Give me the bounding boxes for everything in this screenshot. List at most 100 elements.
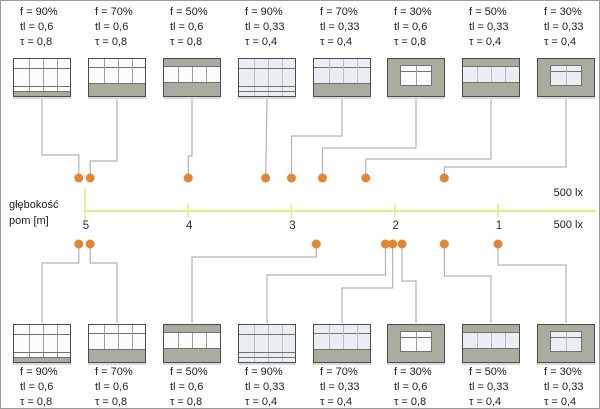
facade-window bbox=[314, 59, 370, 84]
facade-param-label: τ = 0,8 bbox=[394, 36, 427, 48]
facade-param-label: f = 30% bbox=[544, 6, 582, 18]
facade-mullion bbox=[206, 66, 207, 82]
facade-diagram bbox=[313, 324, 371, 363]
facade-diagram bbox=[88, 324, 146, 363]
facade-window bbox=[89, 325, 145, 350]
depth-marker-dot bbox=[388, 239, 398, 249]
facade-param-label: f = 30% bbox=[394, 6, 432, 18]
facade-mullion bbox=[29, 325, 31, 362]
facade-param-label: f = 50% bbox=[469, 366, 507, 378]
facade-param-label: f = 50% bbox=[469, 6, 507, 18]
facade-mullion bbox=[178, 332, 179, 348]
facade-param-label: τ = 0,8 bbox=[170, 36, 203, 48]
facade-param-label: τ = 0,4 bbox=[245, 396, 278, 408]
connector-line bbox=[497, 244, 567, 323]
facade-diagram bbox=[238, 324, 296, 363]
facade-param-label: τ = 0,8 bbox=[95, 36, 128, 48]
facade-mullion bbox=[491, 332, 492, 348]
connector-line bbox=[187, 99, 193, 178]
facade-mullion bbox=[268, 325, 270, 362]
facade-param-labels: f = 70% tl = 0,6 τ = 0,8 bbox=[95, 5, 161, 50]
facade-mullion bbox=[505, 332, 506, 348]
axis-tick-label: 3 bbox=[289, 220, 295, 232]
facade-transom bbox=[239, 333, 295, 335]
facade-mullion bbox=[343, 325, 345, 349]
facade-param-label: f = 70% bbox=[95, 6, 133, 18]
facade-diagram bbox=[163, 58, 221, 97]
facade-diagram bbox=[88, 58, 146, 97]
facade-mullion bbox=[254, 325, 256, 362]
facade-param-label: tl = 0,6 bbox=[170, 21, 204, 33]
facade-param-label: tl = 0,6 bbox=[394, 381, 428, 393]
facade-mullion bbox=[118, 59, 120, 83]
facade-param-label: τ = 0,8 bbox=[394, 396, 427, 408]
connector-line bbox=[266, 244, 387, 323]
facade-diagram bbox=[462, 58, 520, 97]
facade-param-label: f = 50% bbox=[170, 6, 208, 18]
facade-param-label: tl = 0,6 bbox=[95, 21, 129, 33]
facade-window bbox=[314, 325, 370, 350]
axis-tick-label: 2 bbox=[393, 220, 399, 232]
facade-param-label: τ = 0,4 bbox=[469, 396, 502, 408]
facade-mullion bbox=[329, 59, 331, 83]
facade-param-label: f = 30% bbox=[394, 366, 432, 378]
facade-param-label: tl = 0,6 bbox=[95, 381, 129, 393]
lower-500lx-label: 500 lx bbox=[553, 219, 583, 231]
facade-diagram bbox=[163, 324, 221, 363]
facade-diagram bbox=[13, 58, 71, 97]
facade-param-label: tl = 0,33 bbox=[320, 381, 360, 393]
facade-mullion bbox=[357, 59, 359, 83]
facade-param-label: tl = 0,6 bbox=[20, 21, 54, 33]
depth-marker-dot bbox=[311, 239, 321, 249]
facade-param-labels: f = 50% tl = 0,6 τ = 0,8 bbox=[170, 5, 236, 50]
facade-transom bbox=[14, 86, 70, 88]
axis-tick-label: 4 bbox=[186, 220, 193, 232]
facade-diagram bbox=[313, 58, 371, 97]
facade-mullion bbox=[57, 325, 59, 362]
facade-mullion bbox=[565, 66, 567, 85]
facade-transom bbox=[239, 86, 295, 88]
facade-window bbox=[400, 331, 432, 352]
facade-param-label: f = 90% bbox=[245, 6, 283, 18]
connector-line bbox=[365, 99, 492, 178]
facade-transom bbox=[239, 91, 295, 93]
facade-diagram bbox=[537, 58, 595, 97]
facade-mullion bbox=[282, 325, 284, 362]
facade-transom bbox=[239, 357, 295, 359]
facade-param-label: f = 90% bbox=[20, 366, 58, 378]
facade-param-label: tl = 0,33 bbox=[245, 381, 285, 393]
facade-param-label: tl = 0,6 bbox=[20, 381, 54, 393]
facade-param-label: τ = 0,4 bbox=[245, 36, 278, 48]
depth-marker-dot bbox=[74, 239, 84, 249]
facade-transom bbox=[314, 66, 370, 68]
facade-diagram bbox=[537, 324, 595, 363]
facade-param-label: f = 70% bbox=[320, 366, 358, 378]
depth-marker-dot bbox=[317, 173, 327, 183]
facade-param-label: tl = 0,33 bbox=[469, 21, 509, 33]
facade-transom bbox=[14, 333, 70, 335]
facade-mullion bbox=[192, 332, 193, 348]
connector-line bbox=[41, 244, 80, 323]
facade-transom bbox=[89, 332, 145, 334]
facade-mullion bbox=[491, 66, 492, 82]
facade-mullion bbox=[118, 325, 120, 349]
axis-caption-line1: głębokość bbox=[9, 199, 59, 211]
connector-line bbox=[265, 98, 268, 179]
facade-sill-band bbox=[14, 91, 70, 96]
axis-caption-line2: pom [m] bbox=[9, 215, 49, 227]
facade-mullion bbox=[329, 325, 331, 349]
facade-transom bbox=[314, 332, 370, 334]
facade-mullion bbox=[282, 59, 284, 96]
facade-param-label: τ = 0,8 bbox=[170, 396, 203, 408]
facade-transom bbox=[239, 67, 295, 69]
facade-diagram bbox=[13, 324, 71, 363]
axis-tick-label: 5 bbox=[83, 220, 89, 232]
